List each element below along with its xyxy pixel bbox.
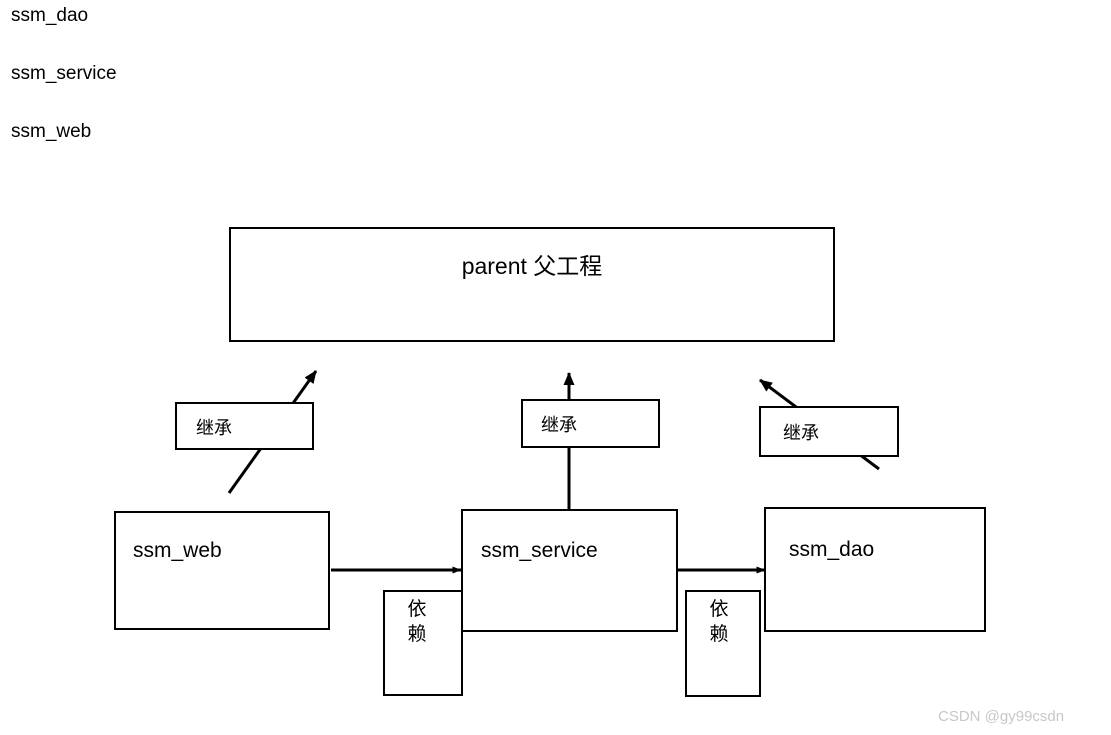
edge-label-dependency-service-dao: 依赖 — [709, 599, 729, 645]
edge-label-inherit-web: 继承 — [196, 418, 232, 438]
edge-label-box-inherit-web — [175, 402, 314, 450]
node-parent-project-label: parent 父工程 — [461, 253, 603, 279]
watermark: CSDN @gy99csdn — [938, 708, 1065, 725]
node-ssm-dao — [764, 507, 986, 632]
node-ssm-web — [114, 511, 330, 630]
edge-label-box-dependency-web-service — [383, 590, 463, 696]
legend-item-ssm-service: ssm_service — [11, 63, 117, 84]
node-parent-project — [229, 227, 835, 342]
edge-label-inherit-service: 继承 — [541, 415, 577, 435]
node-ssm-dao-label: ssm_dao — [789, 538, 875, 561]
node-ssm-service-label: ssm_service — [481, 539, 598, 562]
edge-label-inherit-dao: 继承 — [783, 423, 819, 443]
edge-label-box-inherit-dao — [759, 406, 899, 457]
node-ssm-service — [461, 509, 678, 632]
node-ssm-web-label: ssm_web — [133, 539, 222, 562]
edge-label-dependency-web-service: 依赖 — [407, 599, 427, 645]
legend-item-ssm-web: ssm_web — [11, 121, 92, 142]
edge-label-box-inherit-service — [521, 399, 660, 448]
legend-item-ssm-dao: ssm_dao — [11, 5, 89, 26]
edge-label-box-dependency-service-dao — [685, 590, 761, 697]
